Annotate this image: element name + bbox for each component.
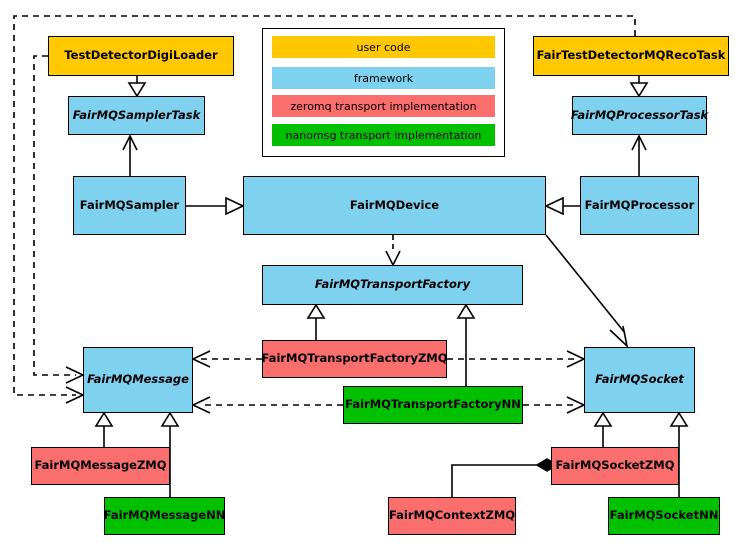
- class-node-fairmqsamplertask[interactable]: FairMQSamplerTask: [68, 96, 205, 135]
- class-label: FairMQTransportFactoryNN: [345, 397, 521, 412]
- legend-label: zeromq transport implementation: [290, 99, 477, 113]
- class-label: FairMQSocketNN: [609, 508, 719, 523]
- edge-recotask-message: [13, 15, 636, 396]
- class-node-fairmqprocessor[interactable]: FairMQProcessor: [580, 176, 699, 235]
- arrowhead-triangle-hollow: [306, 303, 326, 319]
- class-label: FairMQMessage: [87, 372, 189, 387]
- arrowhead-triangle-hollow: [94, 411, 114, 427]
- class-node-fairmqsocket[interactable]: FairMQSocket: [584, 347, 695, 413]
- arrowhead-triangle-hollow: [669, 411, 689, 427]
- class-node-fairmqdevice[interactable]: FairMQDevice: [243, 176, 546, 235]
- class-node-testdetectordigiloader[interactable]: TestDetectorDigiLoader: [48, 36, 234, 76]
- class-label: FairMQSocket: [595, 372, 684, 387]
- arrowhead-open: [631, 134, 647, 151]
- arrowhead-open: [609, 325, 629, 349]
- class-label: FairMQDevice: [349, 197, 440, 212]
- class-label: FairMQSamplerTask: [72, 107, 201, 122]
- edge-device-socket: [545, 234, 626, 334]
- legend-label: framework: [353, 71, 414, 85]
- arrowhead-open: [122, 134, 138, 151]
- class-label: TestDetectorDigiLoader: [64, 48, 218, 63]
- class-label: FairMQMessageNN: [103, 508, 226, 523]
- class-label: FairMQMessageZMQ: [34, 458, 167, 473]
- arrowhead-open: [385, 250, 401, 267]
- arrowhead-triangle-hollow: [456, 303, 476, 319]
- legend-item-user-code: user code: [272, 36, 495, 58]
- edge-contextzmq-socketzmq: [451, 464, 537, 497]
- class-node-fairmqsocketzmq[interactable]: FairMQSocketZMQ: [551, 447, 679, 485]
- class-label: FairMQProcessorTask: [570, 107, 709, 122]
- class-label: FairMQTransportFactory: [314, 277, 471, 292]
- class-label: FairMQTransportFactoryZMQ: [261, 351, 448, 366]
- class-node-fairmqprocessortask[interactable]: FairMQProcessorTask: [570, 96, 709, 135]
- arrowhead-open: [191, 350, 211, 368]
- arrowhead-open: [191, 396, 211, 414]
- class-node-fairmqtransportfactoryzmq[interactable]: FairMQTransportFactoryZMQ: [261, 340, 448, 378]
- arrowhead-triangle-hollow: [225, 196, 245, 216]
- arrowhead-triangle-hollow: [127, 82, 147, 98]
- class-label: FairMQProcessor: [584, 197, 695, 212]
- arrowhead-triangle-hollow: [629, 82, 649, 98]
- class-node-fairmqmessagenn[interactable]: FairMQMessageNN: [104, 497, 225, 535]
- class-node-fairmqmessagezmq[interactable]: FairMQMessageZMQ: [31, 447, 170, 485]
- class-label: FairMQSocketZMQ: [555, 458, 675, 473]
- arrowhead-triangle-hollow: [160, 411, 180, 427]
- legend-label: nanomsg transport implementation: [285, 128, 482, 142]
- legend-item-framework: framework: [272, 67, 495, 89]
- legend-label: user code: [356, 40, 411, 54]
- class-label: FairMQSampler: [79, 197, 180, 212]
- class-node-fairmqmessage[interactable]: FairMQMessage: [83, 347, 193, 413]
- arrowhead-triangle-hollow: [544, 196, 564, 216]
- legend-item-nanomsg: nanomsg transport implementation: [272, 124, 495, 146]
- class-label: FairMQContextZMQ: [388, 508, 516, 523]
- class-node-fairmqtransportfactorynn[interactable]: FairMQTransportFactoryNN: [343, 386, 523, 424]
- class-node-fairmqcontextzmq[interactable]: FairMQContextZMQ: [388, 497, 516, 535]
- class-label: FairTestDetectorMQRecoTask: [536, 48, 726, 63]
- class-node-fairmqsocketnn[interactable]: FairMQSocketNN: [608, 497, 720, 535]
- class-node-fairmqsampler[interactable]: FairMQSampler: [73, 176, 186, 235]
- class-node-fairmqtransportfactory[interactable]: FairMQTransportFactory: [262, 265, 523, 305]
- legend-item-zeromq: zeromq transport implementation: [272, 95, 495, 117]
- edge-digiloader-message: [33, 55, 76, 376]
- class-node-fairtestdetectormqrecotask[interactable]: FairTestDetectorMQRecoTask: [533, 36, 729, 76]
- arrowhead-triangle-hollow: [593, 411, 613, 427]
